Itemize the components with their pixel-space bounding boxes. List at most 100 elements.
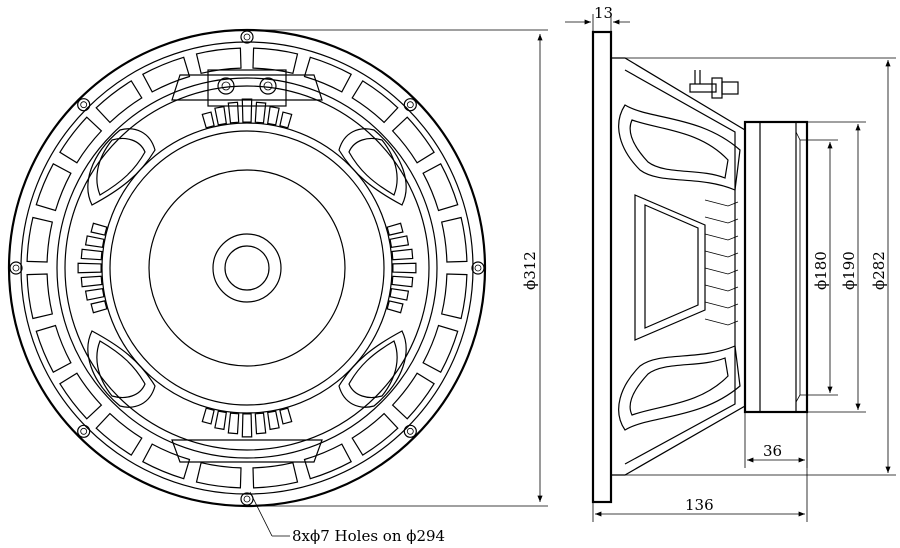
perimeter-slot bbox=[303, 56, 353, 93]
magnet-inner-diameter-label: ϕ180 bbox=[812, 251, 830, 290]
pole-vent bbox=[212, 233, 282, 303]
mounting-hole bbox=[77, 424, 91, 438]
mounting-hole bbox=[240, 492, 254, 506]
cooling-fin bbox=[80, 248, 103, 261]
spoke-upper bbox=[618, 104, 741, 191]
side-terminal bbox=[689, 70, 739, 99]
cooling-fin bbox=[80, 275, 103, 288]
perimeter-slot bbox=[422, 324, 459, 374]
dimension-outer-diameter: ϕ312 bbox=[247, 29, 548, 507]
dimension-baffle-diameter: ϕ282 bbox=[625, 57, 896, 476]
perimeter-slot bbox=[141, 56, 191, 93]
cooling-fin bbox=[279, 111, 293, 129]
side-fin bbox=[704, 318, 739, 326]
cooling-fin bbox=[254, 412, 267, 435]
dimension-magnet-inner: ϕ180 bbox=[800, 139, 838, 396]
pole-vent-inner bbox=[224, 245, 270, 291]
cooling-fin bbox=[267, 105, 280, 126]
cooling-fin bbox=[254, 101, 267, 124]
mounting-holes bbox=[9, 30, 485, 506]
side-magnet-core bbox=[759, 121, 797, 413]
perimeter-slot bbox=[95, 412, 143, 456]
cooling-fin bbox=[227, 412, 240, 435]
magnet-outer bbox=[101, 122, 393, 414]
side-fin bbox=[704, 216, 739, 224]
frame-ring bbox=[56, 77, 438, 459]
cooling-fin bbox=[201, 111, 215, 129]
magnet-inner bbox=[109, 130, 385, 406]
cooling-fin bbox=[391, 275, 414, 288]
cooling-fin bbox=[386, 300, 404, 314]
perimeter-slot bbox=[391, 372, 435, 420]
perimeter-slot bbox=[440, 216, 468, 263]
cooling-fin bbox=[84, 235, 105, 248]
perimeter-slot bbox=[391, 116, 435, 164]
cooling-fin bbox=[214, 105, 227, 126]
perimeter-slot bbox=[35, 324, 72, 374]
perimeter-slot bbox=[422, 162, 459, 212]
magnet-depth-label: 36 bbox=[763, 442, 782, 460]
spoke-middle bbox=[634, 194, 706, 341]
terminal-block bbox=[171, 69, 323, 107]
side-fin bbox=[704, 284, 739, 292]
front-outer-rim bbox=[7, 28, 487, 508]
cooling-fin bbox=[389, 288, 410, 301]
front-view bbox=[7, 28, 487, 508]
mounting-holes-label: 8xϕ7 Holes on ϕ294 bbox=[292, 527, 445, 545]
perimeter-slot bbox=[252, 461, 299, 489]
cooling-fin bbox=[392, 262, 417, 274]
perimeter-slot bbox=[195, 461, 242, 489]
baffle-diameter-label: ϕ282 bbox=[870, 251, 888, 290]
perimeter-slot bbox=[95, 80, 143, 124]
flange-thickness-label: 13 bbox=[594, 4, 613, 22]
mounting-hole bbox=[240, 30, 254, 44]
cooling-fin bbox=[389, 235, 410, 248]
frame-ring-inner bbox=[64, 85, 430, 451]
basket-windows bbox=[87, 128, 407, 408]
perimeter-slot bbox=[59, 372, 103, 420]
cooling-fin bbox=[214, 410, 227, 431]
cooling-fin bbox=[241, 98, 253, 123]
perimeter-slot bbox=[59, 116, 103, 164]
cooling-fin bbox=[90, 222, 108, 236]
perimeter-slots bbox=[26, 47, 468, 489]
cooling-fin bbox=[77, 262, 102, 274]
dimension-flange-thickness: 13 bbox=[565, 4, 630, 32]
cooling-fin bbox=[84, 288, 105, 301]
cooling-fin bbox=[90, 300, 108, 314]
cooling-fins bbox=[77, 98, 417, 438]
side-magnet bbox=[743, 120, 809, 414]
cooling-fin bbox=[227, 101, 240, 124]
spoke-lower bbox=[618, 345, 741, 431]
side-view bbox=[591, 30, 809, 504]
mounting-hole-note: 8xϕ7 Holes on ϕ294 bbox=[249, 491, 445, 545]
magnet-plate bbox=[148, 169, 346, 367]
cooling-fin bbox=[386, 222, 404, 236]
perimeter-slot bbox=[26, 216, 54, 263]
side-fin bbox=[704, 301, 739, 309]
perimeter-slot bbox=[252, 47, 299, 75]
perimeter-slot bbox=[351, 412, 399, 456]
side-fin bbox=[704, 250, 739, 258]
side-fin bbox=[704, 233, 739, 241]
side-fin bbox=[704, 199, 739, 207]
perimeter-slot bbox=[26, 273, 54, 320]
cooling-fin bbox=[267, 410, 280, 431]
side-flange bbox=[591, 30, 613, 504]
magnet-outer-diameter-label: ϕ190 bbox=[840, 251, 858, 290]
basket-inner bbox=[624, 69, 736, 465]
mounting-hole bbox=[403, 98, 417, 112]
mounting-hole bbox=[403, 424, 417, 438]
dimension-magnet-depth: 36 bbox=[744, 412, 808, 468]
perimeter-slot bbox=[440, 273, 468, 320]
mounting-hole bbox=[471, 261, 485, 275]
perimeter-slot bbox=[303, 443, 353, 480]
cooling-fin bbox=[201, 407, 215, 425]
outer-diameter-label: ϕ312 bbox=[521, 251, 539, 290]
mounting-hole bbox=[77, 98, 91, 112]
perimeter-slot bbox=[141, 443, 191, 480]
perimeter-slot bbox=[195, 47, 242, 75]
mounting-hole bbox=[9, 261, 23, 275]
bottom-bracket bbox=[171, 439, 323, 463]
